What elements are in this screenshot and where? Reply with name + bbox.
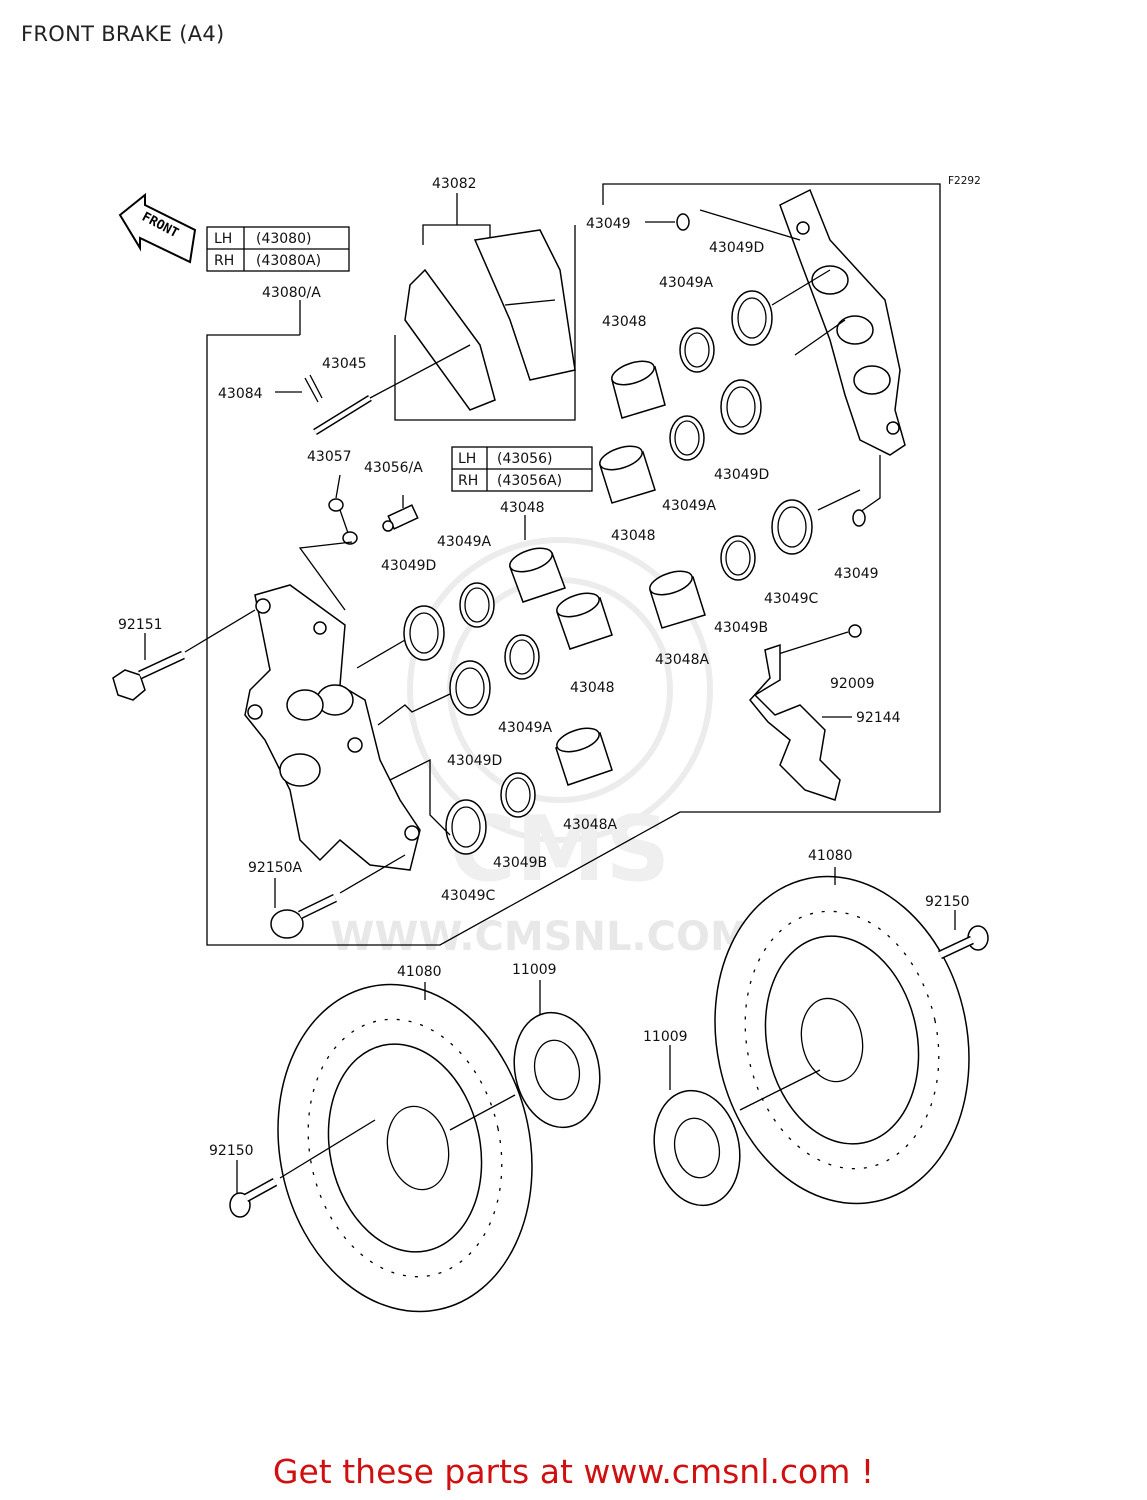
caliper-assembly-outline (206, 183, 941, 946)
label-92150-right: 92150 (925, 894, 970, 910)
caliper-side-table: LH (43080) RH (43080A) (206, 226, 350, 272)
label-43049d-4: 43049D (447, 753, 502, 769)
label-92144: 92144 (856, 710, 901, 726)
page-title: FRONT BRAKE (A4) (21, 22, 225, 46)
caliper-table-side-1: RH (214, 253, 234, 269)
label-43049-mid: 43049 (834, 566, 879, 582)
bleeder-table-part-0: (43056) (497, 451, 552, 467)
caliper-table-part-0: (43080) (256, 231, 311, 247)
bleeder-table-side-0: LH (458, 451, 476, 467)
label-43049a-4: 43049A (498, 720, 553, 736)
piston-43048a-right (649, 570, 706, 629)
mount-bolt-92150a (270, 854, 406, 939)
label-43080a: 43080/A (262, 285, 321, 301)
seal-43049d-right-1 (731, 290, 773, 346)
pad-pin-clip (275, 374, 323, 403)
svg-text:CMS: CMS (450, 797, 670, 902)
label-92151: 92151 (118, 617, 163, 633)
front-direction-label: FRONT (139, 210, 181, 242)
disc-bolt-left (229, 1119, 376, 1218)
label-43049a-2: 43049A (662, 498, 717, 514)
label-43048-2: 43048 (611, 528, 656, 544)
caliper-table-side-0: LH (214, 231, 232, 247)
bleeder-table-part-1: (43056A) (497, 473, 562, 489)
washer-92009 (774, 624, 862, 656)
label-43049c-1: 43049C (764, 591, 819, 607)
seal-43049a-right-2 (669, 415, 705, 461)
disc-shim-left (513, 1011, 601, 1129)
label-92150a: 92150A (248, 860, 303, 876)
caliper-body-left (244, 584, 421, 871)
label-43048-4: 43048 (570, 680, 615, 696)
label-43048a-1: 43048A (655, 652, 710, 668)
pad-kit-bracket (394, 225, 576, 421)
brake-disc-left (277, 983, 533, 1313)
label-41080-left: 41080 (397, 964, 442, 980)
washer-43049-top (645, 213, 690, 231)
pad-pin (313, 344, 471, 435)
label-43049d-3: 43049D (381, 558, 436, 574)
label-43049-top: 43049 (586, 216, 631, 232)
seal-43049a-left-2 (504, 634, 540, 680)
label-43049c-2: 43049C (441, 888, 496, 904)
label-43049a-3: 43049A (437, 534, 492, 550)
piston-43048a-left (555, 727, 613, 786)
bleeder-side-table: LH (43056) RH (43056A) (451, 446, 593, 492)
label-43049b-2: 43049B (493, 855, 547, 871)
label-43049d-top: 43049D (709, 240, 764, 256)
bleeder-valve (382, 495, 419, 532)
label-43084: 43084 (218, 386, 263, 402)
brake-disc-right (714, 875, 970, 1205)
label-43048a-2: 43048A (563, 817, 618, 833)
figure-code: F2292 (948, 175, 981, 187)
bleeder-table-side-1: RH (458, 473, 478, 489)
seal-43049a-right-1 (679, 327, 715, 373)
piston-43048-left-1 (509, 547, 566, 603)
watermark-text: WWW.CMSNL.COM (330, 914, 750, 960)
piston-43048-right-1 (611, 360, 666, 419)
label-92150-left: 92150 (209, 1143, 254, 1159)
label-43057: 43057 (307, 449, 352, 465)
bleeder-cap (328, 474, 358, 545)
mount-bolt-92151 (112, 609, 256, 701)
seal-43049d-left-1 (403, 605, 445, 661)
seal-43049b-left (500, 772, 536, 818)
label-43082: 43082 (432, 176, 477, 192)
exploded-parts-diagram: CMS WWW.CMSNL.COM F2292 FRONT LH (43080)… (112, 175, 989, 1313)
label-92009: 92009 (830, 676, 875, 692)
footer-cta-link[interactable]: Get these parts at www.cmsnl.com ! (272, 1452, 875, 1491)
seal-43049d-left-2 (449, 660, 491, 716)
label-43049a-1: 43049A (659, 275, 714, 291)
seal-43049d-right-2 (720, 379, 762, 435)
label-43045: 43045 (322, 356, 367, 372)
piston-43048-left-2 (556, 592, 613, 650)
piston-43048-right-2 (599, 445, 656, 504)
label-43048-1: 43048 (602, 314, 647, 330)
disc-bolt-right (938, 910, 989, 960)
brake-pads (404, 229, 576, 411)
pad-spring-92144 (749, 643, 852, 801)
label-43048-3: 43048 (500, 500, 545, 516)
washer-43049-mid (852, 509, 866, 527)
disc-shim-right (653, 1089, 741, 1207)
seal-43049c-left (445, 799, 487, 855)
label-43049b-1: 43049B (714, 620, 768, 636)
front-direction-arrow: FRONT (118, 192, 197, 264)
label-41080-right: 41080 (808, 848, 853, 864)
seal-43049a-left-1 (459, 582, 495, 628)
label-11009-left: 11009 (512, 962, 557, 978)
seal-43049b-right (720, 535, 756, 581)
caliper-table-part-1: (43080A) (256, 253, 321, 269)
label-11009-right: 11009 (643, 1029, 688, 1045)
seal-43049c-right (771, 499, 813, 555)
label-43049d-2: 43049D (714, 467, 769, 483)
label-43056a: 43056/A (364, 460, 423, 476)
